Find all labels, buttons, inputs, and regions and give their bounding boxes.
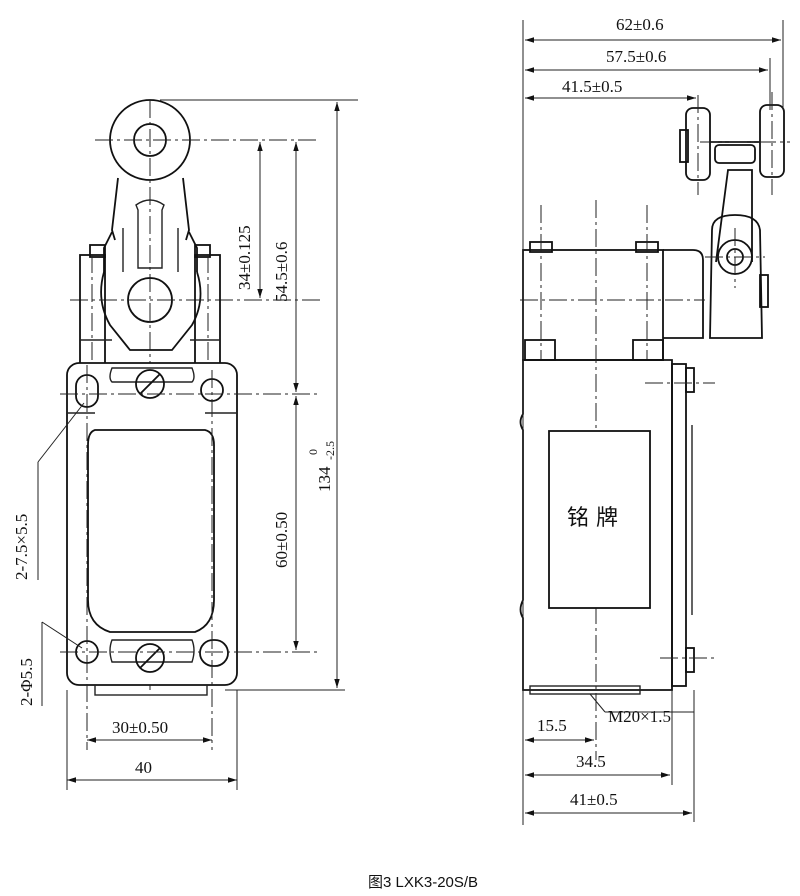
dim-34-5-label: 34.5: [576, 752, 606, 771]
side-view: 铭 牌 62±0.6 57.5±0.6 41.5±0.5 15.5 M20×1.…: [519, 15, 790, 825]
nameplate: 铭 牌: [548, 430, 651, 609]
front-head: [79, 244, 221, 366]
figure-caption: 图3 LXK3-20S/B: [368, 874, 478, 891]
dim-134-sup: 0: [306, 449, 320, 455]
dim-134-sub: -2.5: [323, 441, 337, 460]
nameplate-label: 铭 牌: [567, 506, 618, 531]
side-lever: [679, 92, 790, 339]
front-body: [60, 362, 320, 750]
dim-slot-label: 2-7.5×5.5: [12, 514, 31, 580]
dim-62-label: 62±0.6: [616, 15, 664, 34]
dim-54-5-label: 54.5±0.6: [272, 242, 291, 302]
dim-thread-label: M20×1.5: [608, 707, 671, 726]
slot-leader: [37, 402, 85, 463]
side-head: [520, 205, 705, 361]
dim-15-5-label: 15.5: [537, 716, 567, 735]
dim-30-label: 30±0.50: [112, 718, 168, 737]
dim-41-5-label: 41.5±0.5: [562, 77, 622, 96]
front-view: 34±0.125 54.5±0.6 60±0.50 134 0 -2.5 30±…: [12, 99, 358, 790]
thread-leader: [589, 693, 606, 713]
dim-40-label: 40: [135, 758, 152, 777]
hole-leader: [41, 621, 83, 649]
dim-57-5-label: 57.5±0.6: [606, 47, 666, 66]
dim-hole-dia-label: 2-Φ5.5: [17, 658, 36, 706]
dim-41-label: 41±0.5: [570, 790, 618, 809]
dim-60-label: 60±0.50: [272, 512, 291, 568]
dim-134-label: 134: [315, 466, 334, 492]
dim-34-label: 34±0.125: [235, 225, 254, 290]
